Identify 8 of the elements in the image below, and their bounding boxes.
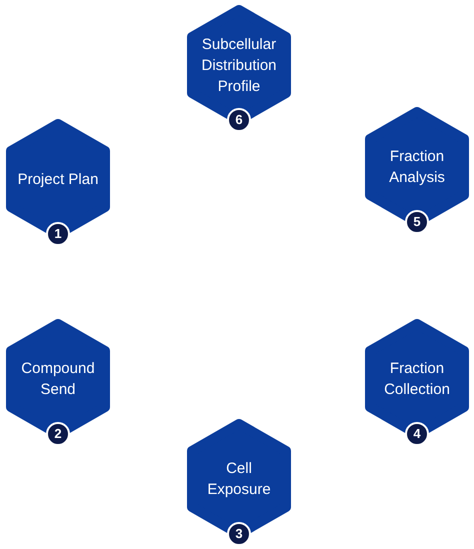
step-label: Fraction Collection <box>383 359 451 400</box>
step-number: 6 <box>227 108 251 132</box>
step-label: Subcellular Distribution Profile <box>200 34 278 96</box>
step-number: 4 <box>405 422 429 446</box>
step-label: Fraction Analysis <box>388 147 446 188</box>
step-number: 5 <box>405 210 429 234</box>
step-label: Compound Send <box>20 359 96 400</box>
step-number: 2 <box>46 422 70 446</box>
